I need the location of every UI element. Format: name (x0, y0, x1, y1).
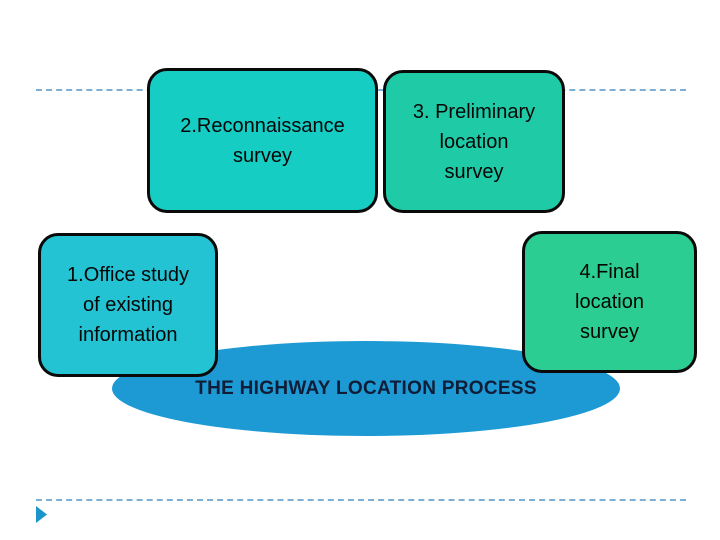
step-box-reconnaissance-survey: 2.Reconnaissance survey (147, 68, 378, 213)
step-1-label: 1.Office study of existing information (67, 264, 189, 346)
bottom-divider-dashed-line (36, 499, 686, 501)
step-box-office-study: 1.Office study of existing information (38, 233, 218, 377)
step-4-label: 4.Final location survey (575, 261, 644, 343)
step-box-final-location-survey: 4.Final location survey (522, 231, 697, 373)
slide-title: THE HIGHWAY LOCATION PROCESS (195, 377, 537, 399)
bullet-triangle-icon (36, 506, 47, 523)
step-box-preliminary-location-survey: 3. Preliminary location survey (383, 70, 565, 213)
step-3-label: 3. Preliminary location survey (412, 100, 536, 183)
step-2-label: 2.Reconnaissance survey (180, 114, 345, 167)
